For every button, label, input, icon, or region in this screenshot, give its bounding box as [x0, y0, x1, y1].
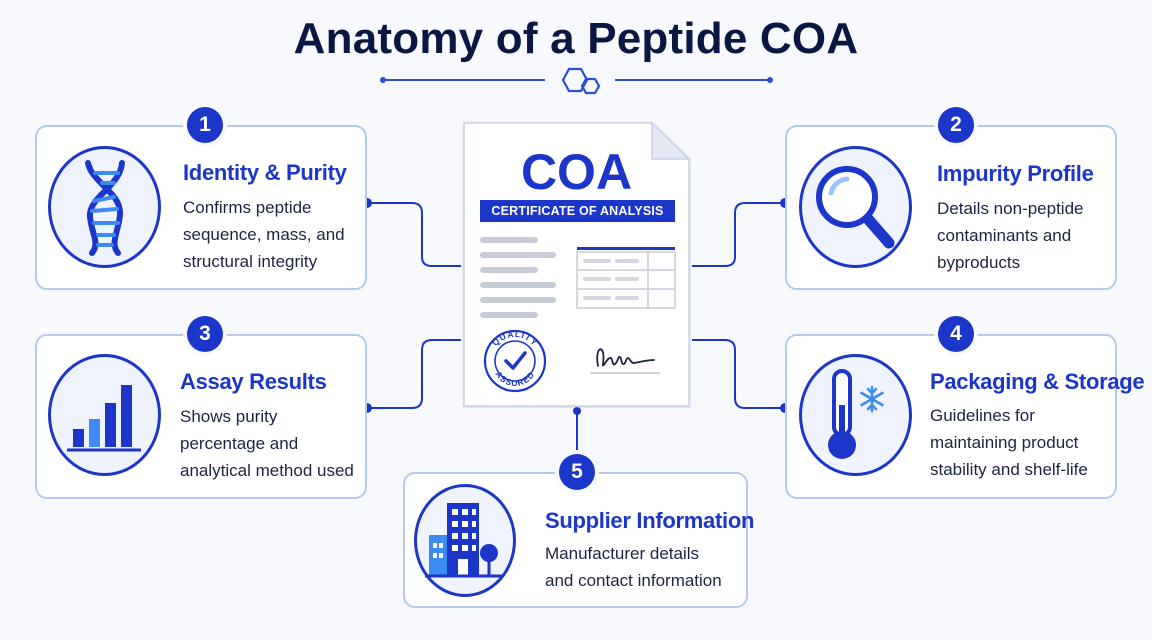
building-icon	[425, 502, 503, 577]
divider-line-left	[383, 79, 545, 81]
hexagon-molecule-icon	[561, 67, 601, 95]
impurity-profile-title: Impurity Profile	[937, 161, 1094, 186]
snowflake-icon	[859, 385, 884, 413]
magnifier-icon-circle	[799, 146, 912, 268]
building-icon-circle	[414, 484, 516, 597]
thermometer-icon-circle	[799, 354, 912, 476]
coa-document	[463, 121, 691, 407]
magnifier-icon	[815, 166, 894, 249]
impurity-profile-description: Details non-peptide contaminants and byp…	[937, 199, 1084, 272]
step-badge-1: 1	[187, 107, 223, 143]
divider-dot-right	[767, 77, 773, 83]
signature-icon	[590, 348, 660, 374]
thermometer-icon	[827, 369, 884, 459]
step-badge-5: 5	[559, 454, 595, 490]
bar-chart-icon-circle	[48, 354, 161, 476]
assay-results-title: Assay Results	[180, 369, 327, 394]
certificate-banner: CERTIFICATE OF ANALYSIS	[480, 200, 675, 222]
quality-assured-stamp: QUALITY ASSURED	[483, 329, 547, 393]
supplier-information-title: Supplier Information	[545, 508, 755, 533]
supplier-information-description: Manufacturer details and contact informa…	[545, 544, 722, 590]
dna-icon	[84, 160, 125, 256]
assay-results-description: Shows purity percentage and analytical m…	[180, 407, 354, 480]
identity-purity-description: Confirms peptide sequence, mass, and str…	[183, 198, 345, 271]
dna-icon-circle	[48, 146, 161, 268]
check-icon	[504, 351, 527, 370]
step-badge-3: 3	[187, 316, 223, 352]
divider-line-right	[615, 79, 770, 81]
step-badge-4: 4	[938, 316, 974, 352]
page-title: Anatomy of a Peptide COA	[293, 14, 859, 63]
bar-chart-icon	[66, 385, 141, 452]
packaging-storage-title: Packaging & Storage	[930, 369, 1145, 394]
stamp-bottom-text: ASSURED	[493, 369, 535, 388]
packaging-storage-description: Guidelines for maintaining product stabi…	[930, 406, 1088, 479]
svg-text:ASSURED: ASSURED	[493, 369, 536, 388]
identity-purity-title: Identity & Purity	[183, 160, 347, 185]
step-badge-2: 2	[938, 107, 974, 143]
